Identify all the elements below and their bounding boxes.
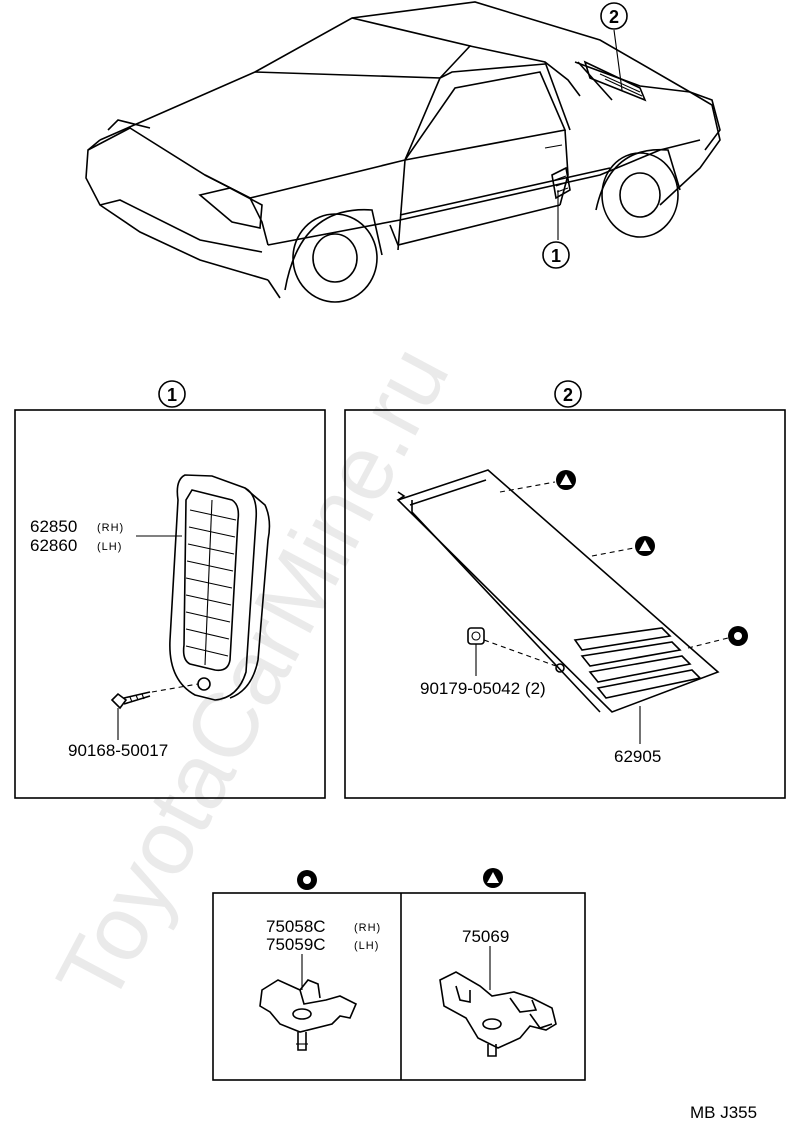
clips-circle-symbol bbox=[297, 870, 317, 890]
car-callout-1: 1 bbox=[542, 241, 570, 269]
side-vent-62850 bbox=[169, 474, 271, 701]
car-illustration bbox=[85, 1, 721, 303]
panel-1-callout: 1 bbox=[158, 380, 186, 408]
leader-triangle-1 bbox=[499, 481, 556, 493]
leader-triangle-2 bbox=[591, 547, 635, 557]
part-label-62860-side: (LH) bbox=[97, 541, 122, 553]
screw-90168 bbox=[110, 683, 199, 740]
car-callout-2-label: 2 bbox=[609, 7, 619, 27]
panel-2-frame bbox=[344, 409, 786, 799]
part-label-90179: 90179-05042 (2) bbox=[420, 679, 546, 698]
triangle-symbol-1 bbox=[556, 470, 576, 490]
car-callout-1-label: 1 bbox=[551, 246, 561, 266]
rear-louver-62905 bbox=[396, 469, 720, 713]
part-label-75059c-side: (LH) bbox=[354, 940, 379, 952]
clip-75069 bbox=[439, 971, 557, 1057]
part-label-62905: 62905 bbox=[614, 747, 661, 766]
part-label-75059c: 75059C bbox=[266, 935, 326, 954]
footer-code: MB J355 bbox=[690, 1103, 757, 1122]
part-label-62850: 62850 bbox=[30, 517, 77, 536]
panel-1-frame bbox=[14, 409, 326, 799]
clips-triangle-symbol bbox=[483, 868, 503, 888]
nut-90179 bbox=[467, 627, 557, 676]
part-label-90168: 90168-50017 bbox=[68, 741, 168, 760]
part-label-75058c: 75058C bbox=[266, 917, 326, 936]
panel-2-callout-label: 2 bbox=[563, 385, 573, 405]
part-label-75069: 75069 bbox=[462, 927, 509, 946]
clip-75058c bbox=[259, 979, 358, 1051]
clips-frame bbox=[212, 892, 586, 1081]
car-callout-2: 2 bbox=[600, 2, 628, 30]
panel-1-callout-label: 1 bbox=[167, 385, 177, 405]
leader-circle bbox=[687, 637, 729, 649]
part-label-75058c-side: (RH) bbox=[354, 922, 381, 934]
part-label-62850-side: (RH) bbox=[97, 522, 124, 534]
part-label-62860: 62860 bbox=[30, 536, 77, 555]
circle-symbol-1 bbox=[728, 626, 748, 646]
panel-2-callout: 2 bbox=[554, 380, 582, 408]
triangle-symbol-2 bbox=[635, 536, 655, 556]
